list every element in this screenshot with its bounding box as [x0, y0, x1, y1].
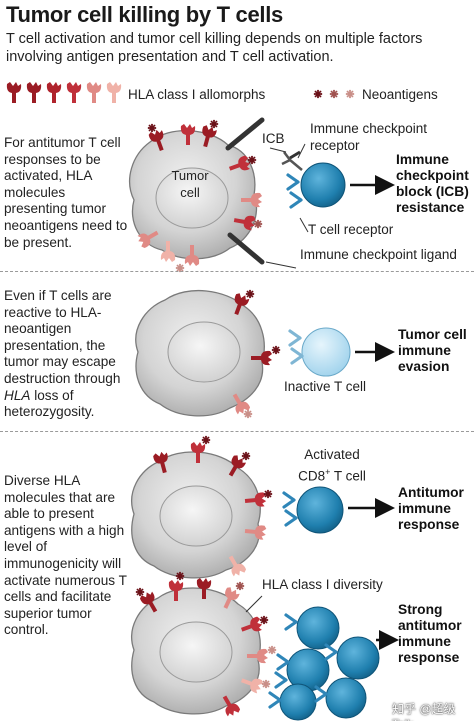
panel1-description: For antitumor T cell responses to be act…	[4, 135, 128, 250]
panel1-outcome: Immune checkpoint block (ICB) resistance	[396, 152, 469, 215]
panel2-inactive-t-cell-label: Inactive T cell	[284, 379, 367, 394]
legend-neoantigens-label: Neoantigens	[362, 87, 438, 102]
divider-1	[0, 271, 474, 272]
panel2-tumor-cell	[135, 289, 281, 419]
panel1-checkpoint-ligand-label: Immune checkpoint ligand	[300, 247, 457, 262]
panel2-description: Even if T cells are reactive to HLA-neoa…	[4, 288, 121, 420]
panel2-outcome: Tumor cell immune evasion	[398, 327, 467, 374]
panel3-tumor-cell-top	[131, 435, 273, 579]
panel3-outcome-strong: Strong antitumor immune response	[398, 602, 462, 665]
page-title: Tumor cell killing by T cells	[6, 2, 283, 27]
panel3-hla-diversity-label: HLA class I diversity	[262, 577, 383, 592]
panel3-outcome: Antitumor immune response	[398, 485, 464, 532]
panel1-tumor-cell	[129, 117, 265, 273]
panel1-t-cell-receptor-label: T cell receptor	[308, 222, 394, 237]
panel3-activated-label: Activated CD8+ T cell	[298, 447, 366, 483]
legend-neoantigen-icons	[313, 89, 355, 99]
legend-hla-label: HLA class I allomorphs	[128, 87, 266, 102]
panel1-icb-label: ICB	[262, 131, 285, 146]
divider-2	[0, 431, 474, 432]
panel3-activated-t-cell	[282, 486, 344, 534]
panel1-t-cell	[265, 143, 346, 269]
page-subtitle: T cell activation and tumor cell killing…	[6, 31, 423, 65]
panel2-inactive-t-cell	[288, 327, 351, 377]
legend-hla-icons	[6, 82, 122, 103]
panel1-checkpoint-receptor-label: Immune checkpoint receptor	[310, 121, 428, 153]
panel3-description: Diverse HLA molecules that are able to p…	[4, 473, 127, 638]
panel3-t-cell-cluster	[268, 606, 380, 721]
panel1-tumor-cell-label: Tumor cell	[171, 168, 209, 200]
panel3-tumor-cell-bottom	[131, 571, 277, 719]
watermark: 知乎 @超级Talk	[392, 702, 456, 721]
